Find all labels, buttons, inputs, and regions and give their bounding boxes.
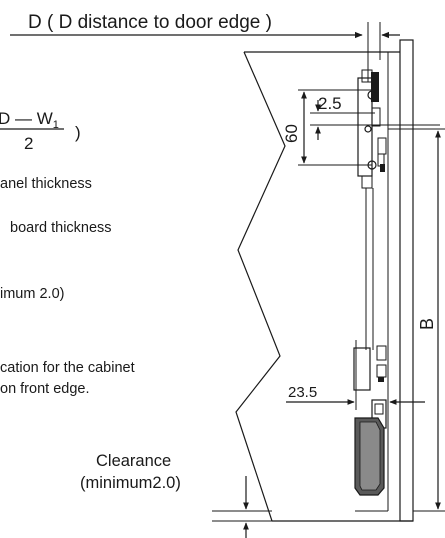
dim-2-5-label: 2.5 xyxy=(318,94,342,113)
dim-23-5-label: 23.5 xyxy=(288,384,317,401)
board-thickness-label: board thickness xyxy=(10,220,112,236)
formula-close-paren: ) xyxy=(75,123,81,142)
clearance-label-line2: (minimum2.0) xyxy=(80,474,181,492)
clearance-label-line1: Clearance xyxy=(96,452,171,470)
minimum-label: imum 2.0) xyxy=(0,286,64,302)
location-label-line1: cation for the cabinet xyxy=(0,360,135,376)
d-distance-label: D ( D distance to door edge ) xyxy=(28,12,272,33)
hinge-mechanism xyxy=(353,69,387,496)
cabinet-break-outline xyxy=(235,51,286,522)
formula-numerator: D — W1 xyxy=(0,109,59,131)
location-label-line2: on front edge. xyxy=(0,381,90,397)
door-panel xyxy=(399,39,414,522)
formula-denominator: 2 xyxy=(24,134,33,153)
panel-thickness-label: anel thickness xyxy=(0,176,92,192)
dim-b-label: B xyxy=(417,318,437,330)
dim-60-label: 60 xyxy=(282,124,301,143)
